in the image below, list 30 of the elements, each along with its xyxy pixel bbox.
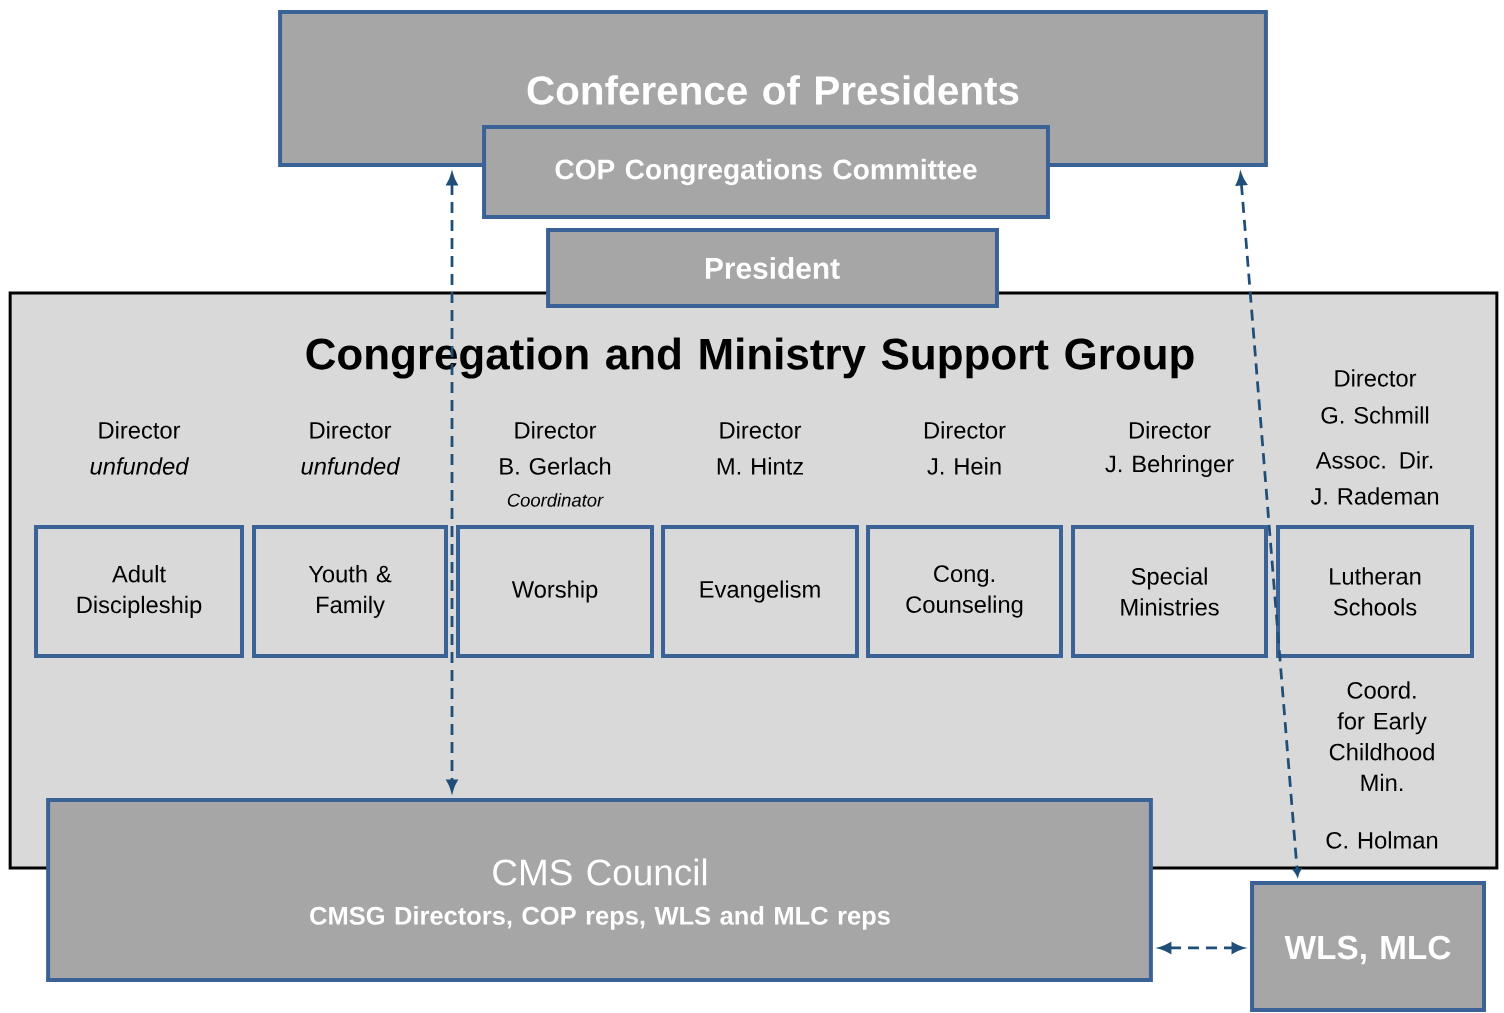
staff-label: Director [1129, 421, 1211, 439]
staff-label: Director [310, 421, 392, 439]
department-box: Evangelism [661, 525, 859, 658]
staff-label: Coordinator [507, 493, 604, 507]
staff-label: Director [99, 421, 181, 439]
title-box: CMS Council CMSG Directors, COP reps, WLS and MLC reps [46, 798, 1153, 982]
department-box: Special Ministries [1071, 525, 1268, 658]
department-box: Worship [456, 525, 654, 658]
title-box: President [546, 228, 999, 308]
department-box: Cong. Counseling [866, 525, 1063, 658]
staff-label: Director [924, 421, 1006, 439]
staff-label: Director [720, 421, 802, 439]
staff-label: J. Hein [927, 457, 1001, 475]
staff-label: unfunded [90, 457, 190, 475]
title-box: COP Congregations Committee [482, 125, 1050, 219]
staff-label: Director [515, 421, 597, 439]
department-box: Youth & Family [252, 525, 448, 658]
staff-label: J. Rademan [1310, 487, 1439, 505]
staff-label: J. Behringer [1105, 454, 1234, 478]
staff-label: C. Holman [1326, 831, 1438, 849]
department-box: Lutheran Schools [1276, 525, 1474, 658]
staff-label: unfunded [301, 457, 401, 475]
title-box: WLS, MLC [1250, 881, 1486, 1012]
staff-label: M. Hintz [717, 457, 803, 475]
staff-label: Assoc. Dir. [1315, 451, 1433, 469]
department-box: Adult Discipleship [34, 525, 244, 658]
staff-label: Coord. for Early Childhood Min. [1329, 681, 1434, 792]
staff-label: G. Schmill [1321, 406, 1429, 424]
staff-label: B. Gerlach [500, 457, 611, 475]
staff-label: Director [1335, 369, 1417, 387]
